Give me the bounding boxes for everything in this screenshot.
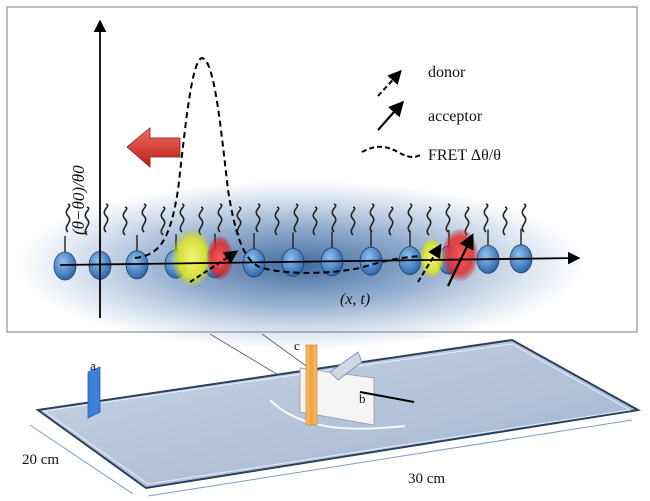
plot-axes	[59, 19, 581, 318]
lipid-tail	[179, 203, 185, 233]
lipid-tail	[502, 206, 508, 236]
label-a: a	[90, 358, 96, 373]
lipid-tail	[407, 203, 413, 233]
legend-acceptor-label: acceptor	[428, 108, 483, 125]
probe-head	[329, 351, 363, 381]
lipid-tail	[122, 206, 128, 236]
left-arrow-icon	[126, 127, 181, 168]
lipid-tail	[426, 206, 432, 236]
lipid-tail	[141, 203, 147, 233]
solid-arrow-icon	[377, 100, 405, 131]
lipid-tail	[160, 206, 166, 236]
lipid-tail	[312, 206, 318, 236]
acceptor-arrow-right	[447, 233, 474, 287]
lipid-tails	[64, 203, 527, 252]
width-dimension-line	[29, 424, 134, 495]
lipid-tail	[255, 203, 261, 233]
legend-donor-label: donor	[428, 64, 466, 81]
lipid-tail	[293, 203, 299, 233]
fret-curve-legend-icon	[361, 145, 421, 158]
y-axis-label: (θ−θ0)/θ0	[69, 165, 88, 235]
lipid-tail	[521, 203, 527, 233]
plate-b	[299, 367, 375, 426]
width-dimension-label: 20 cm	[22, 452, 59, 468]
lipid-tail	[103, 203, 109, 233]
legend-fret-label: FRET Δθ/θ	[428, 147, 501, 164]
fret-curve	[134, 56, 421, 274]
donor-arrow-right	[417, 243, 442, 283]
dashed-arrow-icon	[377, 69, 402, 97]
lipid-tail	[369, 203, 375, 233]
lipid-tail	[350, 206, 356, 236]
lipid-tail	[274, 206, 280, 236]
lipid-tail	[65, 203, 71, 233]
arc-track	[269, 399, 406, 430]
donor-blob-left	[172, 230, 212, 286]
lipid-tail	[464, 206, 470, 236]
lipid-tail	[198, 206, 204, 236]
legend: donor acceptor FRET Δθ/θ	[361, 64, 501, 164]
lipid-tail	[236, 206, 242, 236]
acceptor-blob-left	[207, 236, 233, 280]
label-c: c	[294, 338, 300, 353]
fret-pair-left	[172, 230, 233, 286]
lipid-tail	[84, 206, 90, 236]
lipid-tail	[483, 203, 489, 233]
length-dimension-label: 30 cm	[408, 471, 445, 487]
lipid-tail	[331, 203, 337, 233]
donor-arrow-left	[189, 250, 239, 283]
rod-c	[305, 344, 318, 426]
length-dimension-line	[147, 419, 633, 497]
lipid-head	[53, 251, 77, 281]
lipid-tail	[217, 203, 223, 233]
lipid-tail	[445, 203, 451, 233]
langmuir-trough	[29, 338, 642, 497]
lipid-tail	[388, 206, 394, 236]
label-b: b	[359, 391, 366, 406]
plate-b-rod	[359, 391, 415, 403]
x-axis-label: (x, t)	[340, 291, 370, 308]
barrier-a	[87, 366, 101, 419]
x-axis-line	[59, 251, 581, 266]
